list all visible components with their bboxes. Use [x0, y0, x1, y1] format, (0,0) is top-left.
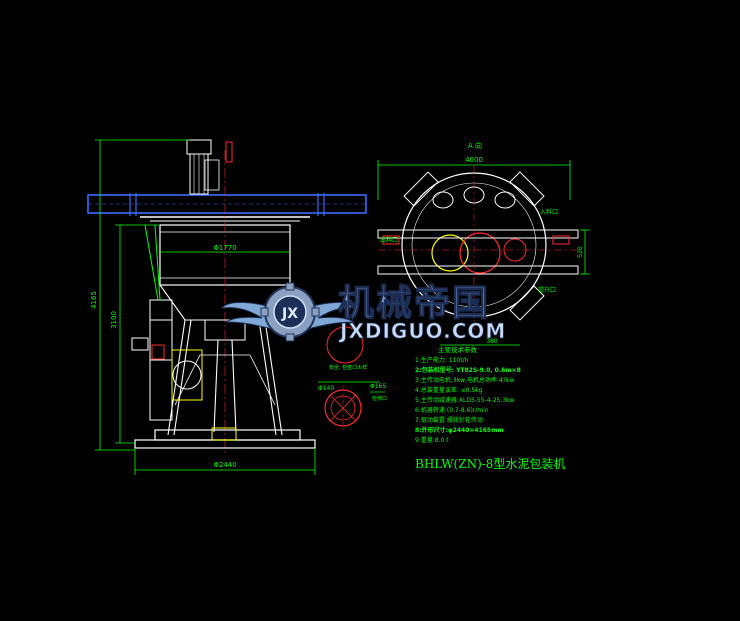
spec-row: 2:包装机型号: YT82S-9.0, 0.6m×8: [415, 366, 521, 374]
detail-dim-2: Φ165: [370, 383, 386, 390]
drawing-title: BHLW(ZN)-8型水泥包装机: [415, 457, 565, 471]
detail-dim-1: Φ140: [318, 385, 334, 392]
spec-row: 6:机器转速:(0.7-8.6)r/min: [415, 406, 489, 414]
filling-spout: [131, 224, 203, 421]
dim-body-diameter: Φ1770: [213, 244, 236, 252]
spec-title: 主要技术参数: [438, 345, 478, 354]
watermark-logo: JX 机械帝国 JXDIGUO.COM: [220, 282, 506, 343]
spec-row: 5:主传动减速器:XLD3-55-4-25:3kw: [415, 396, 515, 404]
support-legs: [167, 319, 283, 436]
watermark-latin: JXDIGUO.COM: [338, 319, 506, 343]
dim-body-height: 3100: [110, 311, 118, 329]
detail-label: 安全, 检查口大样: [329, 364, 367, 371]
detail-view: 安全, 检查口大样 Φ140 Φ165 检修口: [318, 364, 387, 430]
callout-lift: 提升口: [538, 286, 556, 294]
dim-total-height: 4165: [90, 291, 98, 309]
spec-row: 1:生产能力: 110t/h: [415, 356, 469, 364]
drive-motor: [186, 139, 233, 195]
top-view-label: A 向: [468, 141, 482, 150]
dim-top-offset: 380: [486, 338, 498, 345]
watermark-badge: JX: [281, 306, 298, 322]
detail-callout: 检修口: [372, 395, 387, 402]
base-platform: [134, 427, 316, 449]
dim-top-depth: 520: [577, 246, 584, 258]
dim-base-diameter: Φ2440: [213, 461, 236, 469]
top-view: A 向 4000 520 380: [326, 141, 590, 364]
spec-row: 8:外形尺寸:φ2440×4165mm: [415, 426, 504, 434]
front-dimensions: [95, 139, 316, 475]
callout-outlet: 出料口: [380, 236, 398, 244]
spec-row: 4:总装重量误差: ≤0.5kg: [415, 386, 483, 394]
spec-row: 3:主传动电机:3kw,电机总功率:4?kw: [415, 376, 514, 384]
spec-row: 7:驱动装置:摆线针轮传动: [415, 416, 483, 424]
top-feed-pipe: [87, 193, 367, 216]
watermark-chinese: 机械帝国: [338, 283, 490, 324]
dim-top-width: 4000: [465, 156, 483, 164]
front-view: 4165 3100 Φ1770 Φ2440: [87, 139, 367, 475]
spec-table: 主要技术参数 1:生产能力: 110t/h 2:包装机型号: YT82S-9.0…: [415, 345, 521, 444]
callout-inlet: 入料口: [540, 208, 558, 216]
spec-row: 9:重量:8.0 t: [415, 436, 449, 444]
